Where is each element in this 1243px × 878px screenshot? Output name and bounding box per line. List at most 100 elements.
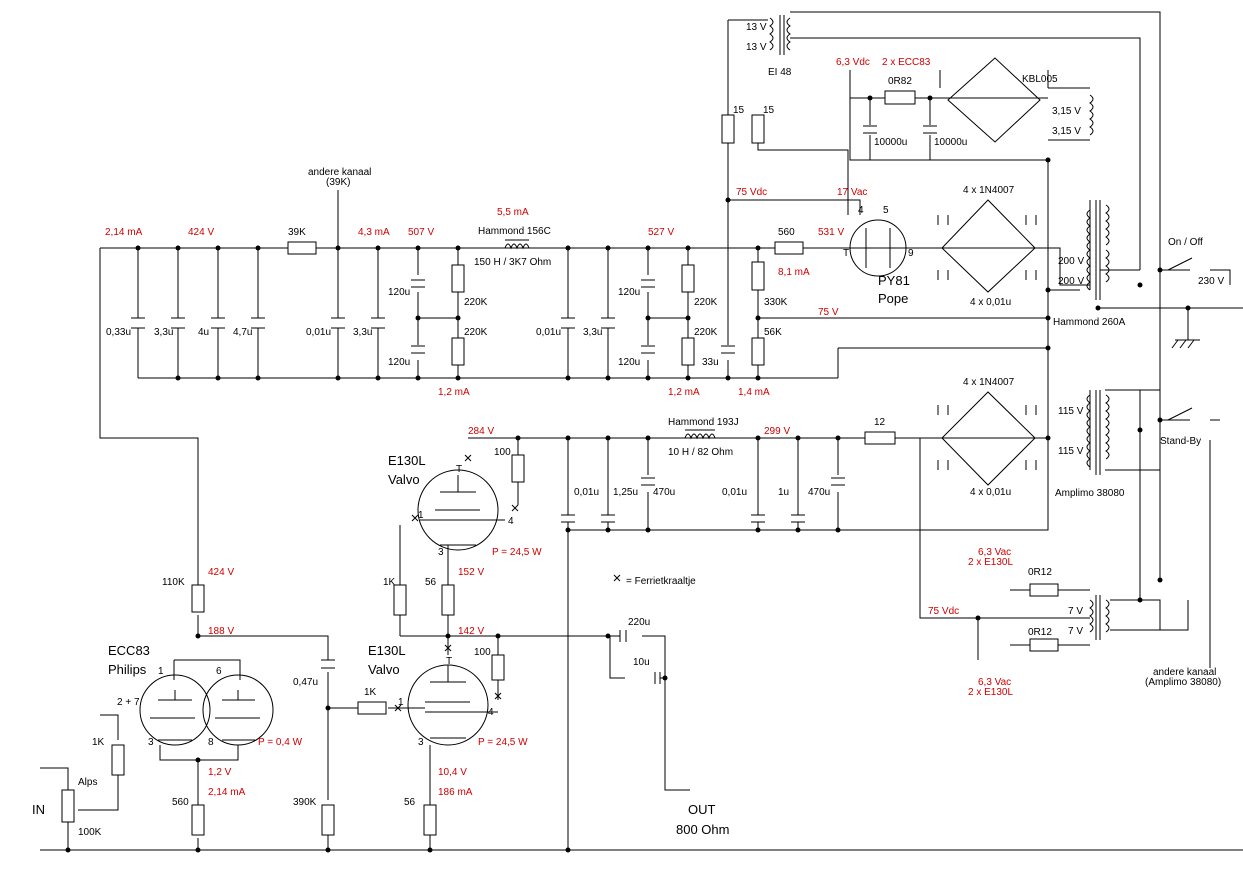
resistor-1k-b xyxy=(357,701,387,715)
label: 39K xyxy=(288,227,306,238)
label: 17 Vac xyxy=(837,187,867,198)
junction xyxy=(755,245,761,251)
junction xyxy=(515,435,521,441)
label: 0R12 xyxy=(1028,627,1052,638)
junction xyxy=(605,435,611,441)
label: 220K xyxy=(694,297,718,308)
label: 330K xyxy=(764,297,788,308)
label: 390K xyxy=(293,797,317,808)
label: 1,25u xyxy=(613,487,638,498)
wire xyxy=(567,438,649,850)
label: 6,3 Vac xyxy=(978,547,1011,558)
label: 0,01u xyxy=(722,487,747,498)
label: 4 x 0,01u xyxy=(970,487,1011,498)
junction xyxy=(1185,305,1191,311)
junction xyxy=(685,315,691,321)
label: 220K xyxy=(464,327,488,338)
tube-e130l-driver-electrodes xyxy=(420,475,505,546)
label: 560 xyxy=(778,227,795,238)
label: Hammond 260A xyxy=(1053,317,1126,328)
label: 3 xyxy=(148,737,154,748)
wire xyxy=(399,525,449,637)
label: 1 xyxy=(418,510,424,521)
label: 470u xyxy=(653,487,675,498)
label: 75 Vdc xyxy=(928,606,959,617)
junction xyxy=(975,615,981,621)
wire xyxy=(1175,308,1200,341)
label: 33u xyxy=(702,357,719,368)
junction xyxy=(1045,287,1051,293)
junction xyxy=(325,705,331,711)
bridge-1n4007-b xyxy=(941,391,1036,486)
ground-symbol xyxy=(1171,339,1195,349)
label: Hammond 193J xyxy=(668,417,739,428)
wire xyxy=(939,70,1090,141)
label: IN xyxy=(32,802,45,817)
junction xyxy=(445,633,451,639)
wire xyxy=(99,248,199,585)
junction xyxy=(1157,267,1163,273)
label: 220K xyxy=(694,327,718,338)
label: 13 V xyxy=(746,42,767,53)
junction xyxy=(1137,597,1143,603)
junction xyxy=(835,435,841,441)
label: Valvo xyxy=(368,662,400,677)
tubes xyxy=(139,219,907,746)
wire xyxy=(919,437,1090,660)
junction xyxy=(605,527,611,533)
resistor-0r12-b xyxy=(1029,638,1059,652)
label: Hammond 156C xyxy=(478,226,551,237)
label: andere kanaal xyxy=(308,167,371,178)
tube-ecc83-electrodes xyxy=(150,690,260,741)
transformer-3v15 xyxy=(1089,94,1094,136)
label: 3 xyxy=(418,737,424,748)
label: 424 V xyxy=(208,567,234,578)
junction xyxy=(325,847,331,853)
label: 7 V xyxy=(1068,626,1083,637)
wire xyxy=(920,200,1091,291)
label: 2 x E130L xyxy=(968,687,1013,698)
ferrite-bead-icon xyxy=(464,454,472,462)
junction xyxy=(335,245,341,251)
wire xyxy=(78,714,119,811)
junction xyxy=(605,245,611,251)
label: T xyxy=(456,464,462,475)
label: 0,33u xyxy=(106,327,131,338)
label: 3,3u xyxy=(353,327,372,338)
wire xyxy=(849,70,1049,438)
label: 188 V xyxy=(208,626,234,637)
junction xyxy=(565,435,571,441)
resistor-220k-d xyxy=(681,337,695,366)
label: 3,15 V xyxy=(1052,126,1081,137)
junction xyxy=(195,757,201,763)
resistor-56-b xyxy=(423,804,437,836)
junction xyxy=(255,245,261,251)
label: 10u xyxy=(633,657,650,668)
label: 152 V xyxy=(458,567,484,578)
junction xyxy=(565,527,571,533)
junction xyxy=(795,527,801,533)
tube-py81 xyxy=(849,219,907,277)
label: 299 V xyxy=(764,426,790,437)
label: 1,4 mA xyxy=(738,387,770,398)
junction xyxy=(662,675,668,681)
label: Pope xyxy=(878,291,908,306)
label: 4 xyxy=(858,205,864,216)
label: P = 24,5 W xyxy=(478,737,528,748)
label: 2,14 mA xyxy=(105,227,143,238)
label: 120u xyxy=(388,357,410,368)
tube-e130l-driver xyxy=(417,469,499,551)
label: 12 xyxy=(874,417,886,428)
wire xyxy=(568,348,1049,531)
label: ECC83 xyxy=(108,643,150,658)
junction xyxy=(927,95,933,101)
capacitor-plates xyxy=(411,125,937,354)
label: 75 V xyxy=(818,307,839,318)
label: 10,4 V xyxy=(438,767,467,778)
label: 4 x 1N4007 xyxy=(963,377,1015,388)
junction xyxy=(335,375,341,381)
junction xyxy=(1045,157,1051,163)
label: 100 xyxy=(494,447,511,458)
ferrite-bead-icon xyxy=(411,514,419,522)
